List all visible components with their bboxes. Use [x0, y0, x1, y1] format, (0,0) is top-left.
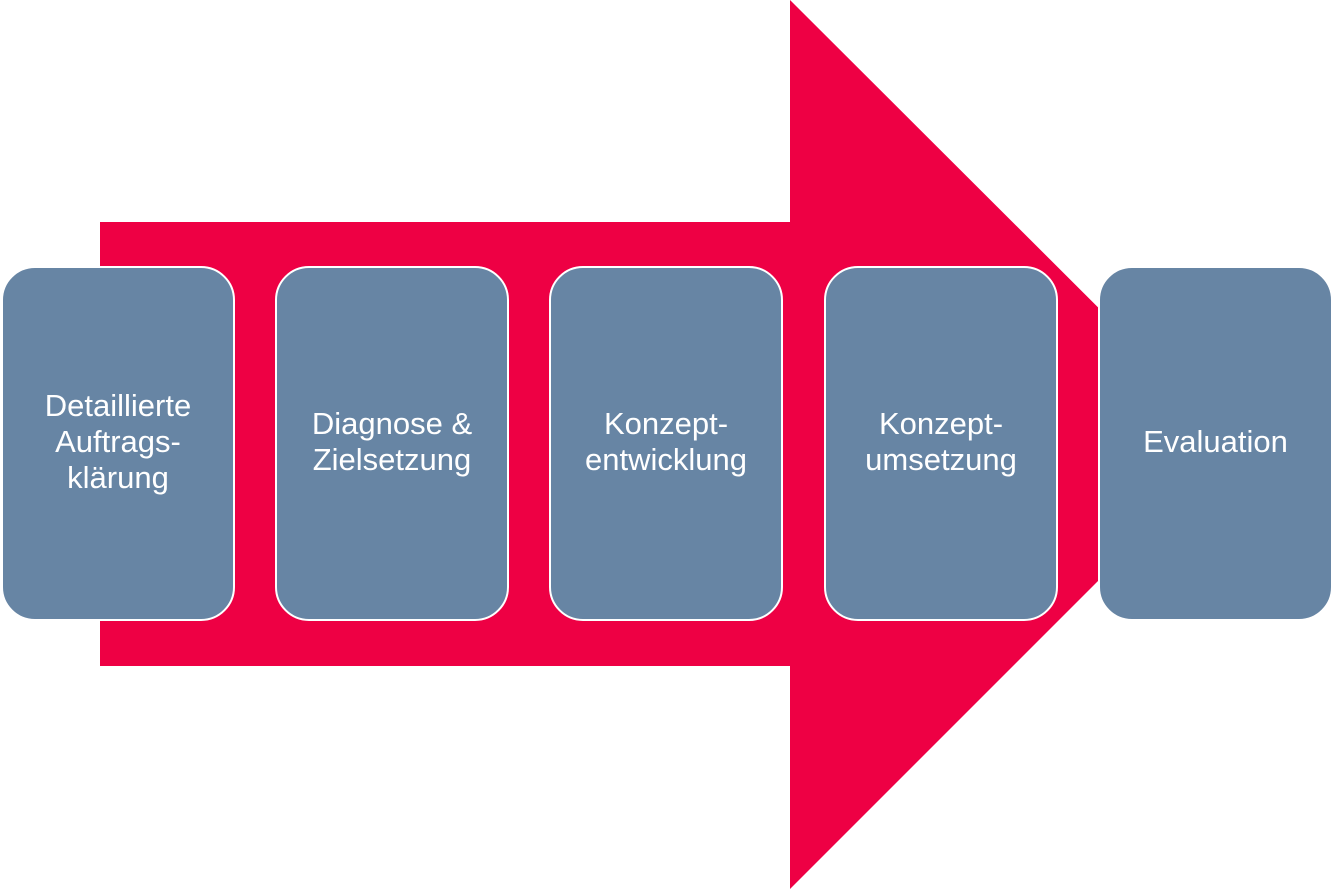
step-label: Diagnose & Zielsetzung	[311, 405, 473, 477]
step-label: Konzept- entwicklung	[585, 405, 747, 477]
step-box-konzeptumsetzung: Konzept- umsetzung	[824, 266, 1058, 621]
step-box-konzeptentwicklung: Konzept- entwicklung	[549, 266, 783, 621]
step-box-detaillierte-auftragsklaerung: Detaillierte Auftrags- klärung	[1, 266, 235, 621]
step-box-evaluation: Evaluation	[1098, 266, 1333, 621]
step-label: Evaluation	[1143, 423, 1288, 459]
step-label: Detaillierte Auftrags- klärung	[44, 387, 192, 495]
step-label: Konzept- umsetzung	[865, 405, 1017, 477]
step-box-diagnose-zielsetzung: Diagnose & Zielsetzung	[275, 266, 509, 621]
